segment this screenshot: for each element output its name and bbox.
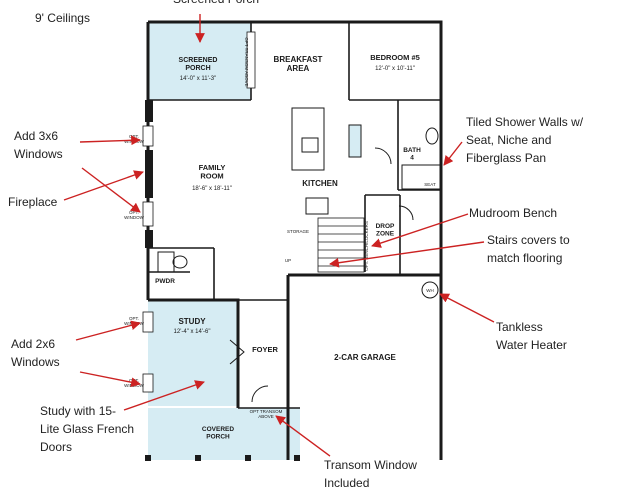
annotation-ceilings: 9' Ceilings — [35, 11, 90, 25]
room-family-size: 18'-6" x 18'-11" — [192, 186, 232, 192]
arrow-windows-3x6-b — [81, 167, 141, 213]
annotation-arrows — [63, 14, 495, 457]
room-study-size: 12'-4" x 14'-6" — [174, 329, 211, 335]
annotation-study-doors: Study with 15- Lite Glass French Doors — [40, 404, 135, 454]
arrow-windows-2x6-a — [75, 320, 141, 341]
room-bedroom5-name: BEDROOM #5 — [370, 53, 420, 62]
arrow-study-doors — [123, 380, 205, 411]
room-garage-name: 2-CAR GARAGE — [334, 353, 396, 362]
stairs — [317, 217, 365, 273]
kitchen-counter-fill — [349, 125, 361, 157]
annotation-tiled-shower: Tiled Shower Walls w/ Seat, Niche and Fi… — [466, 115, 584, 165]
arrow-tiled-shower — [443, 141, 463, 166]
arrow-tankless — [439, 293, 495, 323]
arrow-stairs — [329, 241, 485, 268]
doors — [229, 147, 414, 403]
opt-bench-label: OPT. BENCH/LOCKERS — [364, 221, 369, 271]
room-pwdr-name: PWDR — [155, 278, 175, 285]
arrow-transom-window — [275, 415, 331, 457]
arrow-fireplace — [63, 170, 144, 201]
annotation-windows-2x6: Add 2x6 Windows — [11, 337, 60, 369]
storage-label: STORAGE — [287, 229, 309, 234]
column-posts — [145, 100, 300, 461]
room-foyer-name: FOYER — [252, 345, 278, 354]
bath-fixtures — [157, 127, 441, 299]
opt-window-label-1: OPT.WINDOW — [124, 134, 144, 144]
up-label: UP — [285, 258, 291, 263]
room-bedroom5-size: 12'-0" x 10'-11" — [375, 66, 415, 72]
annotation-fireplace: Fireplace — [8, 195, 58, 209]
annotation-windows-3x6: Add 3x6 Windows — [14, 129, 63, 161]
seat-label: SEAT — [424, 182, 436, 187]
covered-porch-fill — [148, 408, 300, 460]
annotation-mudroom-bench: Mudroom Bench — [469, 206, 558, 220]
annotation-transom-window: Transom Window Included — [324, 458, 417, 490]
opt-transom-above-porch-label: OPT TRANSOM ABOVE — [244, 37, 249, 86]
wh-label: WH — [426, 288, 434, 293]
study-fill — [148, 300, 238, 406]
room-kitchen-name: KITCHEN — [302, 179, 338, 188]
kitchen-fixtures — [291, 107, 362, 215]
arrow-windows-2x6-b — [79, 371, 141, 388]
annotation-stairs-covers: Stairs covers to match flooring — [487, 233, 570, 265]
arrow-windows-3x6-a — [79, 135, 141, 146]
annotation-screened-porch: Screened Porch — [173, 0, 259, 8]
room-study-name: STUDY — [178, 317, 206, 326]
windows — [142, 31, 256, 393]
annotation-tankless: Tankless Water Heater — [496, 320, 567, 352]
opt-window-label-2: OPT.WINDOW — [124, 210, 144, 220]
arrow-mudroom-bench — [371, 213, 469, 248]
room-screened-porch-size: 14'-0" x 11'-3" — [180, 76, 216, 82]
